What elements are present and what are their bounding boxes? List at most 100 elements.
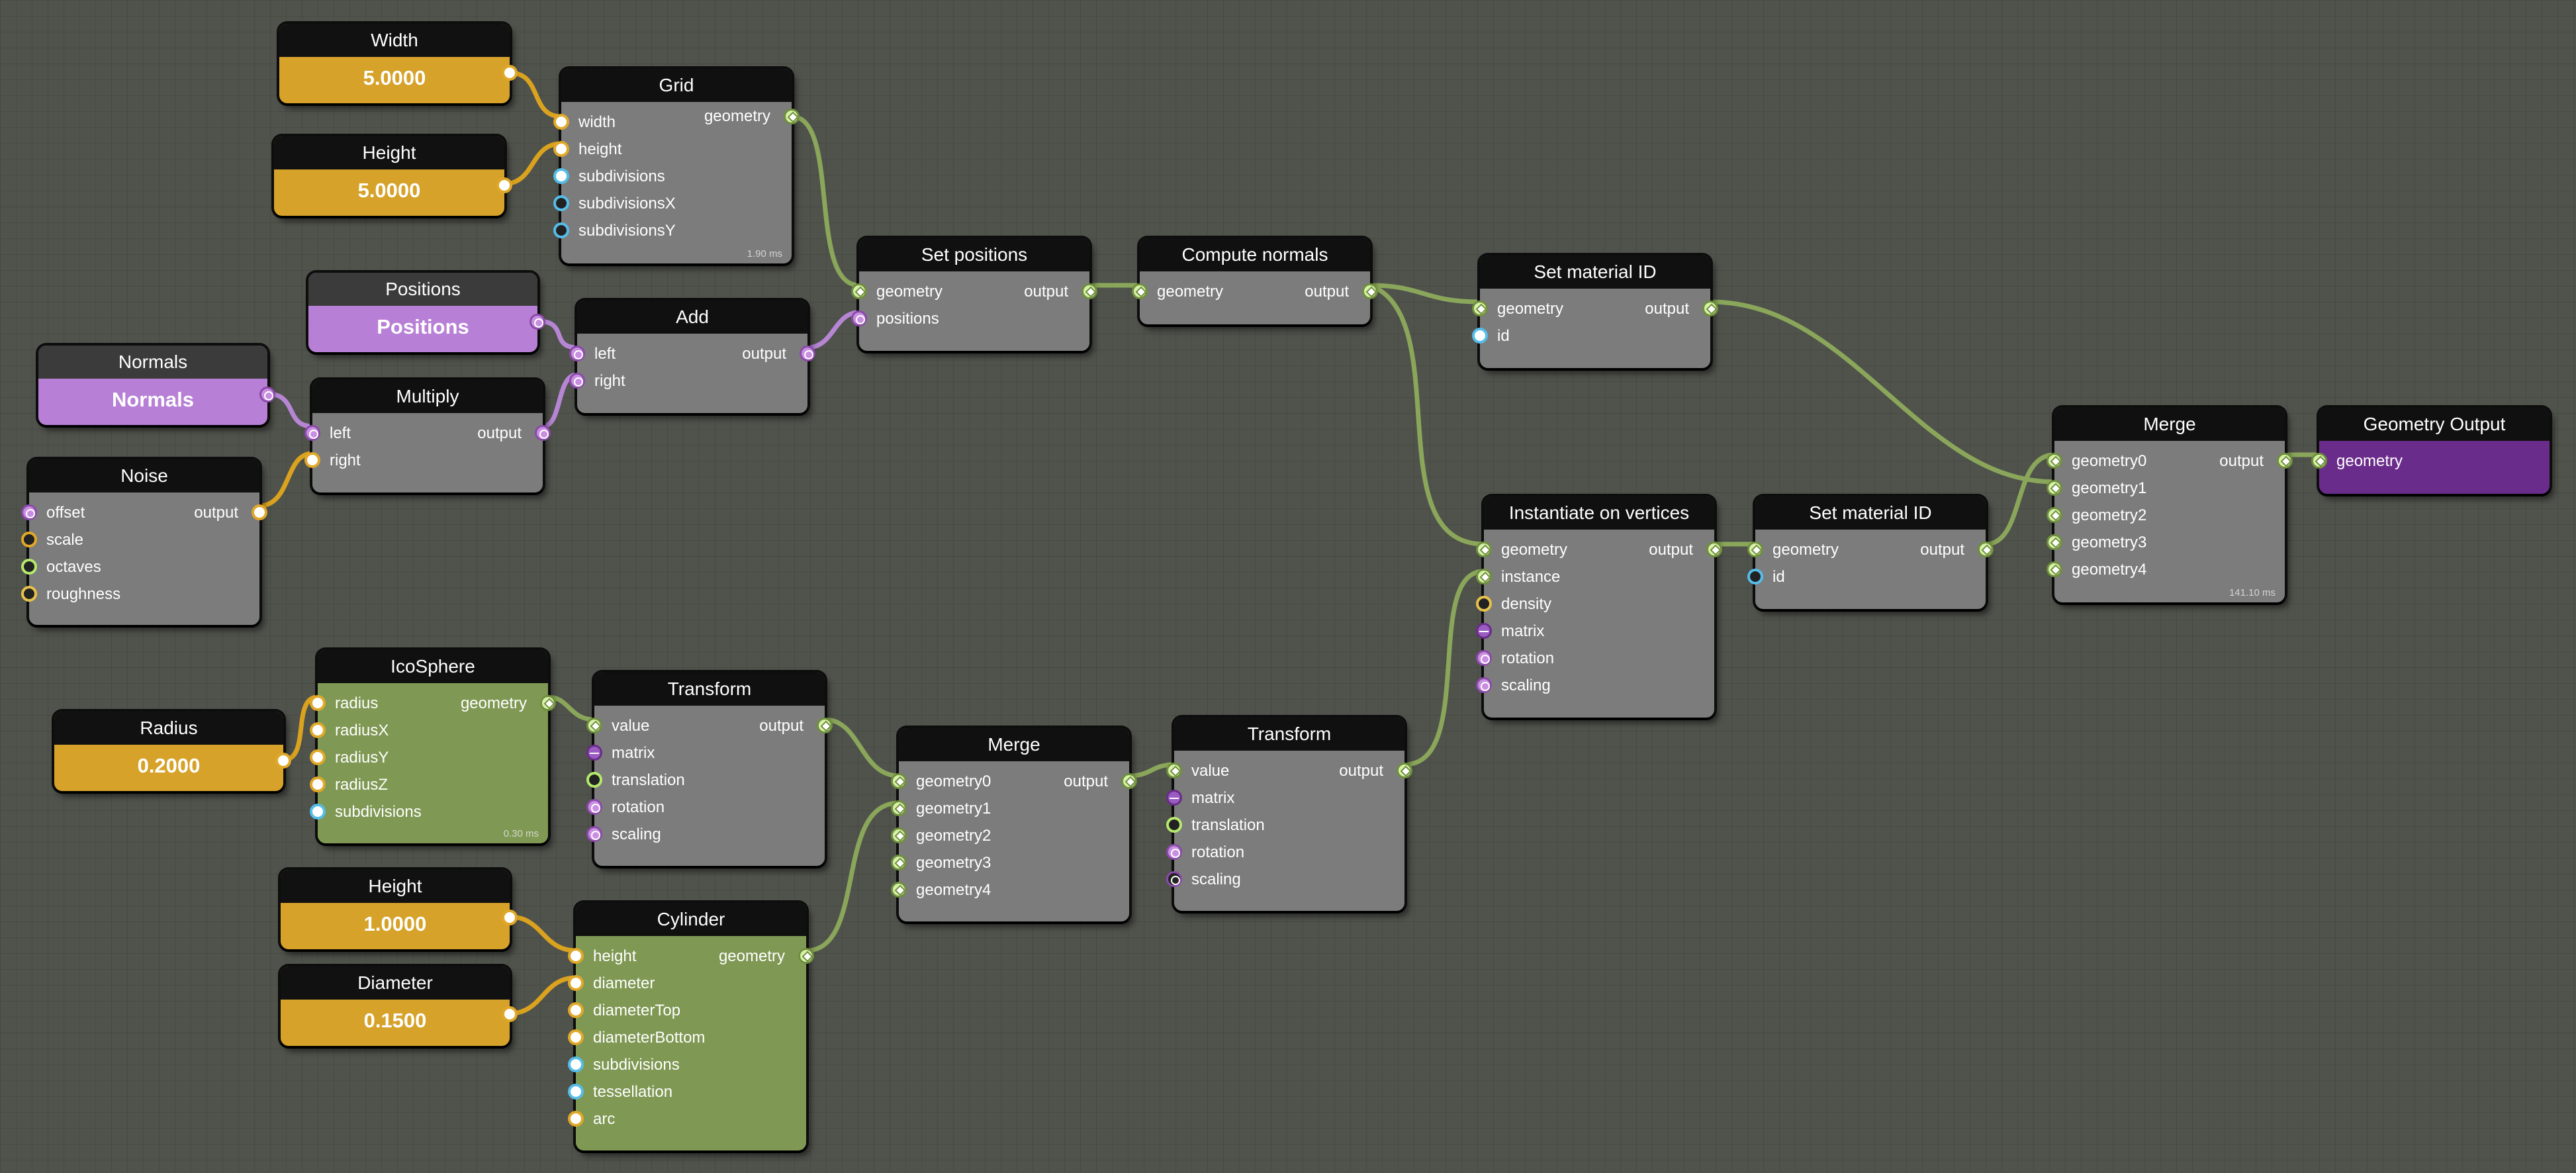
geometry-socket-icon[interactable] bbox=[891, 827, 907, 843]
integer-socket-icon[interactable] bbox=[553, 222, 569, 238]
integer-socket-icon[interactable] bbox=[1747, 569, 1763, 585]
geometry-output-node[interactable]: Geometry Output geometry bbox=[2311, 408, 2550, 494]
geometry-socket-icon[interactable] bbox=[2047, 561, 2062, 577]
number-socket-icon[interactable] bbox=[21, 586, 37, 602]
integer-socket-icon[interactable] bbox=[568, 1056, 584, 1072]
integer-socket-icon[interactable] bbox=[553, 195, 569, 211]
number-socket-icon[interactable] bbox=[304, 452, 320, 468]
geometry-socket-icon[interactable] bbox=[891, 800, 907, 816]
number-socket-icon[interactable] bbox=[310, 749, 326, 765]
geometry-socket-icon[interactable] bbox=[1476, 569, 1492, 585]
vector-socket-icon[interactable] bbox=[586, 772, 602, 788]
integer-socket-icon[interactable] bbox=[568, 1084, 584, 1100]
geometry-output-socket-icon[interactable] bbox=[798, 948, 814, 964]
output-socket-icon[interactable] bbox=[529, 314, 545, 330]
normals-value-node[interactable]: Normals Normals bbox=[38, 346, 275, 425]
geometry-output-socket-icon[interactable] bbox=[540, 695, 556, 711]
normals-value[interactable]: Normals bbox=[111, 388, 195, 411]
vector-socket-icon[interactable] bbox=[304, 425, 320, 441]
geometry-output-socket-icon[interactable] bbox=[1397, 763, 1412, 778]
radius-value-node[interactable]: Radius 0.2000 bbox=[54, 712, 291, 791]
integer-socket-icon[interactable] bbox=[310, 804, 326, 820]
integer-socket-icon[interactable] bbox=[21, 559, 37, 575]
geometry-socket-icon[interactable] bbox=[2047, 507, 2062, 523]
geometry-socket-icon[interactable] bbox=[891, 773, 907, 789]
height-value[interactable]: 5.0000 bbox=[357, 179, 421, 202]
number-socket-icon[interactable] bbox=[553, 141, 569, 157]
matrix-socket-icon[interactable] bbox=[586, 745, 602, 761]
geometry-output-socket-icon[interactable] bbox=[1362, 283, 1378, 299]
number-socket-icon[interactable] bbox=[310, 776, 326, 792]
geometry-socket-icon[interactable] bbox=[1166, 763, 1182, 778]
output-socket-icon[interactable] bbox=[502, 1006, 518, 1022]
matrix-socket-icon[interactable] bbox=[1476, 623, 1492, 639]
vector-socket-icon[interactable] bbox=[1476, 677, 1492, 693]
number-socket-icon[interactable] bbox=[1476, 596, 1492, 612]
geometry-socket-icon[interactable] bbox=[891, 855, 907, 870]
geometry-socket-icon[interactable] bbox=[2311, 453, 2327, 469]
diameter-value-node[interactable]: Diameter 0.1500 bbox=[281, 966, 518, 1046]
integer-socket-icon[interactable] bbox=[553, 168, 569, 184]
number-output-socket-icon[interactable] bbox=[252, 504, 267, 520]
width-value[interactable]: 5.0000 bbox=[363, 66, 426, 89]
vector-output-socket-icon[interactable] bbox=[800, 346, 815, 361]
geometry-socket-icon[interactable] bbox=[891, 882, 907, 898]
vector-socket-icon[interactable] bbox=[586, 826, 602, 842]
number-socket-icon[interactable] bbox=[568, 1002, 584, 1018]
geometry-socket-icon[interactable] bbox=[2047, 480, 2062, 496]
height2-value[interactable]: 1.0000 bbox=[363, 912, 427, 935]
matrix-socket-icon[interactable] bbox=[1166, 790, 1182, 806]
geometry-socket-icon[interactable] bbox=[586, 718, 602, 733]
positions-value-node[interactable]: Positions Positions bbox=[308, 273, 545, 352]
geometry-socket-icon[interactable] bbox=[851, 283, 867, 299]
vector-socket-icon[interactable] bbox=[569, 346, 585, 361]
height2-value-node[interactable]: Height 1.0000 bbox=[281, 870, 518, 949]
geometry-socket-icon[interactable] bbox=[1747, 541, 1763, 557]
geometry-socket-icon[interactable] bbox=[1132, 283, 1148, 299]
geometry-socket-icon[interactable] bbox=[1476, 541, 1492, 557]
number-socket-icon[interactable] bbox=[568, 1029, 584, 1045]
geometry-output-socket-icon[interactable] bbox=[817, 718, 833, 733]
height-value-node[interactable]: Height 5.0000 bbox=[274, 136, 512, 216]
vector-output-socket-icon[interactable] bbox=[535, 425, 551, 441]
number-socket-icon[interactable] bbox=[568, 975, 584, 991]
vector-socket-icon[interactable] bbox=[1166, 871, 1182, 887]
geometry-socket-icon[interactable] bbox=[1472, 301, 1488, 316]
radius-value[interactable]: 0.2000 bbox=[137, 754, 201, 777]
vector-socket-icon[interactable] bbox=[1476, 650, 1492, 666]
output-socket-icon[interactable] bbox=[275, 753, 291, 769]
output-socket-icon[interactable] bbox=[259, 387, 275, 402]
geometry-socket-icon[interactable] bbox=[2047, 534, 2062, 550]
geometry-output-socket-icon[interactable] bbox=[2277, 453, 2293, 469]
geometry-output-socket-icon[interactable] bbox=[1702, 301, 1718, 316]
width-value-node[interactable]: Width 5.0000 bbox=[279, 24, 518, 103]
vector-socket-icon[interactable] bbox=[1166, 817, 1182, 833]
output-socket-icon[interactable] bbox=[496, 177, 512, 193]
output-socket-icon[interactable] bbox=[502, 65, 518, 81]
vector-socket-icon[interactable] bbox=[569, 373, 585, 389]
integer-socket-icon[interactable] bbox=[1472, 328, 1488, 344]
geometry-output-socket-icon[interactable] bbox=[1121, 773, 1137, 789]
grid-node[interactable]: Grid geometry width height subdivisions … bbox=[553, 69, 800, 263]
positions-value[interactable]: Positions bbox=[377, 315, 469, 338]
number-socket-icon[interactable] bbox=[310, 722, 326, 738]
vector-socket-icon[interactable] bbox=[851, 310, 867, 326]
output-socket-icon[interactable] bbox=[502, 910, 518, 925]
geometry-output-socket-icon[interactable] bbox=[1706, 541, 1722, 557]
number-socket-icon[interactable] bbox=[553, 114, 569, 130]
vector-socket-icon[interactable] bbox=[21, 504, 37, 520]
geometry-output-socket-icon[interactable] bbox=[1081, 283, 1097, 299]
geometry-socket-icon[interactable] bbox=[2047, 453, 2062, 469]
